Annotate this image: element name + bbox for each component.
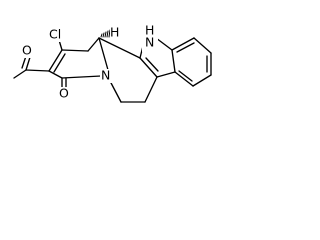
bond-n-c6 bbox=[109, 80, 122, 103]
bond-c12a-c7a-inner bbox=[145, 57, 159, 72]
bond-c11-c12 bbox=[192, 74, 212, 87]
atom-label-ring-oxygen: O bbox=[59, 86, 69, 101]
chemical-structure-diagram: Cl O O N H N H bbox=[13, 23, 212, 103]
atom-label-nitrogen: N bbox=[101, 68, 110, 83]
atom-label-stereo-h: H bbox=[110, 25, 119, 40]
bond-c12a-c7a bbox=[139, 57, 158, 78]
bond-c8a-c9-inner bbox=[176, 42, 195, 53]
stereo-hashed-wedge bbox=[100, 29, 111, 38]
bond-c12-c4a bbox=[174, 71, 194, 87]
bond-c3-c2-inner bbox=[53, 53, 66, 73]
bond-nh-c8a bbox=[155, 37, 173, 51]
bond-acetyl-carbonyl-c bbox=[25, 69, 50, 72]
atom-label-chlorine: Cl bbox=[49, 27, 61, 42]
bond-c7-c7a bbox=[144, 76, 158, 103]
bond-n-c4 bbox=[61, 75, 102, 79]
bond-c8a-c9 bbox=[171, 37, 195, 51]
bond-lines bbox=[13, 37, 212, 103]
bond-c7a-c4a bbox=[156, 71, 176, 78]
bond-c12b-n bbox=[98, 37, 109, 71]
bond-c3-c2 bbox=[48, 49, 63, 72]
bond-c1-c12b bbox=[87, 37, 100, 52]
atom-label-indole-nh: N bbox=[145, 35, 154, 50]
bond-c9-c10 bbox=[193, 37, 212, 54]
atom-label-indole-h: H bbox=[145, 23, 154, 38]
bond-c8a-c4a bbox=[171, 49, 176, 73]
bond-c2-c1 bbox=[61, 49, 89, 52]
atom-label-acetyl-oxygen: O bbox=[22, 43, 32, 58]
bond-c12b-c12a bbox=[98, 37, 141, 59]
bond-c4-c3 bbox=[48, 70, 63, 79]
bond-acetyl-methyl bbox=[13, 69, 27, 79]
atom-labels: Cl O O N H N H bbox=[21, 23, 158, 101]
bond-c12-c4a-inner bbox=[178, 70, 193, 82]
